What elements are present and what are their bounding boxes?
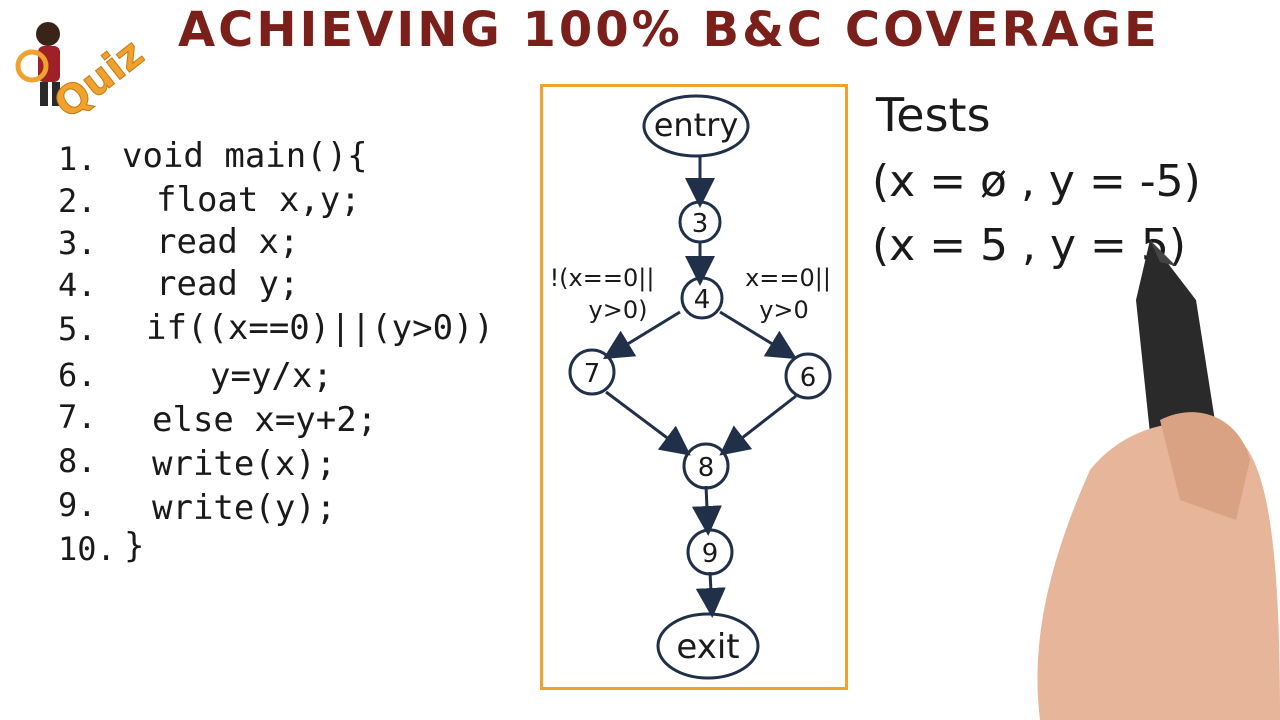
line-number: 4. <box>58 266 97 304</box>
test-case-1: (x = ø , y = -5) <box>872 156 1201 207</box>
code-line: write(x); <box>152 444 337 484</box>
code-line: void main(){ <box>122 136 368 176</box>
line-number: 3. <box>58 224 97 262</box>
edge-7-8 <box>605 390 691 456</box>
edge-9-exit <box>695 571 726 618</box>
cfg-node-entry <box>642 94 750 158</box>
code-line: if((x==0)||(y>0)) <box>146 308 494 348</box>
line-number: 9. <box>58 486 97 524</box>
node-label-9: 9 <box>702 539 719 569</box>
code-line: float x,y; <box>156 180 361 220</box>
cfg-node-4 <box>680 276 724 320</box>
cfg-node-6 <box>784 352 832 400</box>
cfg-node-7 <box>568 348 616 396</box>
quiz-label: Quiz <box>46 30 153 127</box>
code-line: read y; <box>156 264 300 304</box>
cfg-node-9 <box>686 528 734 576</box>
quiz-mascot-icon <box>15 22 60 106</box>
line-number: 1. <box>58 140 97 178</box>
node-label-exit: exit <box>676 627 739 667</box>
node-label-6: 6 <box>800 363 817 393</box>
true-branch-label: x==0|| <box>745 264 831 292</box>
edge-4-6 <box>719 310 798 360</box>
true-branch-label-2: y>0 <box>759 296 809 324</box>
control-flow-graph: entry 3 4 7 6 8 9 exit !(x==0|| y>0) x==… <box>550 94 832 680</box>
code-line: read x; <box>156 222 300 262</box>
node-label-3: 3 <box>692 209 709 239</box>
edge-4-7 <box>602 310 681 360</box>
line-number: 8. <box>58 442 97 480</box>
line-number: 6. <box>58 356 97 394</box>
cfg-node-8 <box>682 442 730 490</box>
node-label-7: 7 <box>584 359 601 389</box>
tests-heading: Tests <box>876 88 991 142</box>
quiz-badge: Quiz <box>8 8 178 128</box>
code-line: y=y/x; <box>210 356 333 396</box>
node-label-4: 4 <box>694 285 711 315</box>
cfg-frame <box>540 84 848 690</box>
false-branch-label: !(x==0|| <box>550 264 655 292</box>
edge-6-8 <box>719 394 797 456</box>
code-line: write(y); <box>152 488 337 528</box>
line-number: 10. <box>58 530 116 568</box>
node-label-8: 8 <box>698 453 715 483</box>
line-number: 5. <box>58 310 97 348</box>
false-branch-label-2: y>0) <box>589 296 648 324</box>
cfg-node-3 <box>678 200 722 244</box>
cfg-node-exit <box>656 612 760 680</box>
edge-8-9 <box>691 485 722 536</box>
line-number: 7. <box>58 398 97 436</box>
test-case-2: (x = 5 , y = 5) <box>872 220 1187 271</box>
code-line: else x=y+2; <box>152 400 378 440</box>
page-title: ACHIEVING 100% B&C COVERAGE <box>178 2 1160 58</box>
code-line: } <box>124 526 145 566</box>
node-label-entry: entry <box>654 106 739 144</box>
line-number: 2. <box>58 182 97 220</box>
